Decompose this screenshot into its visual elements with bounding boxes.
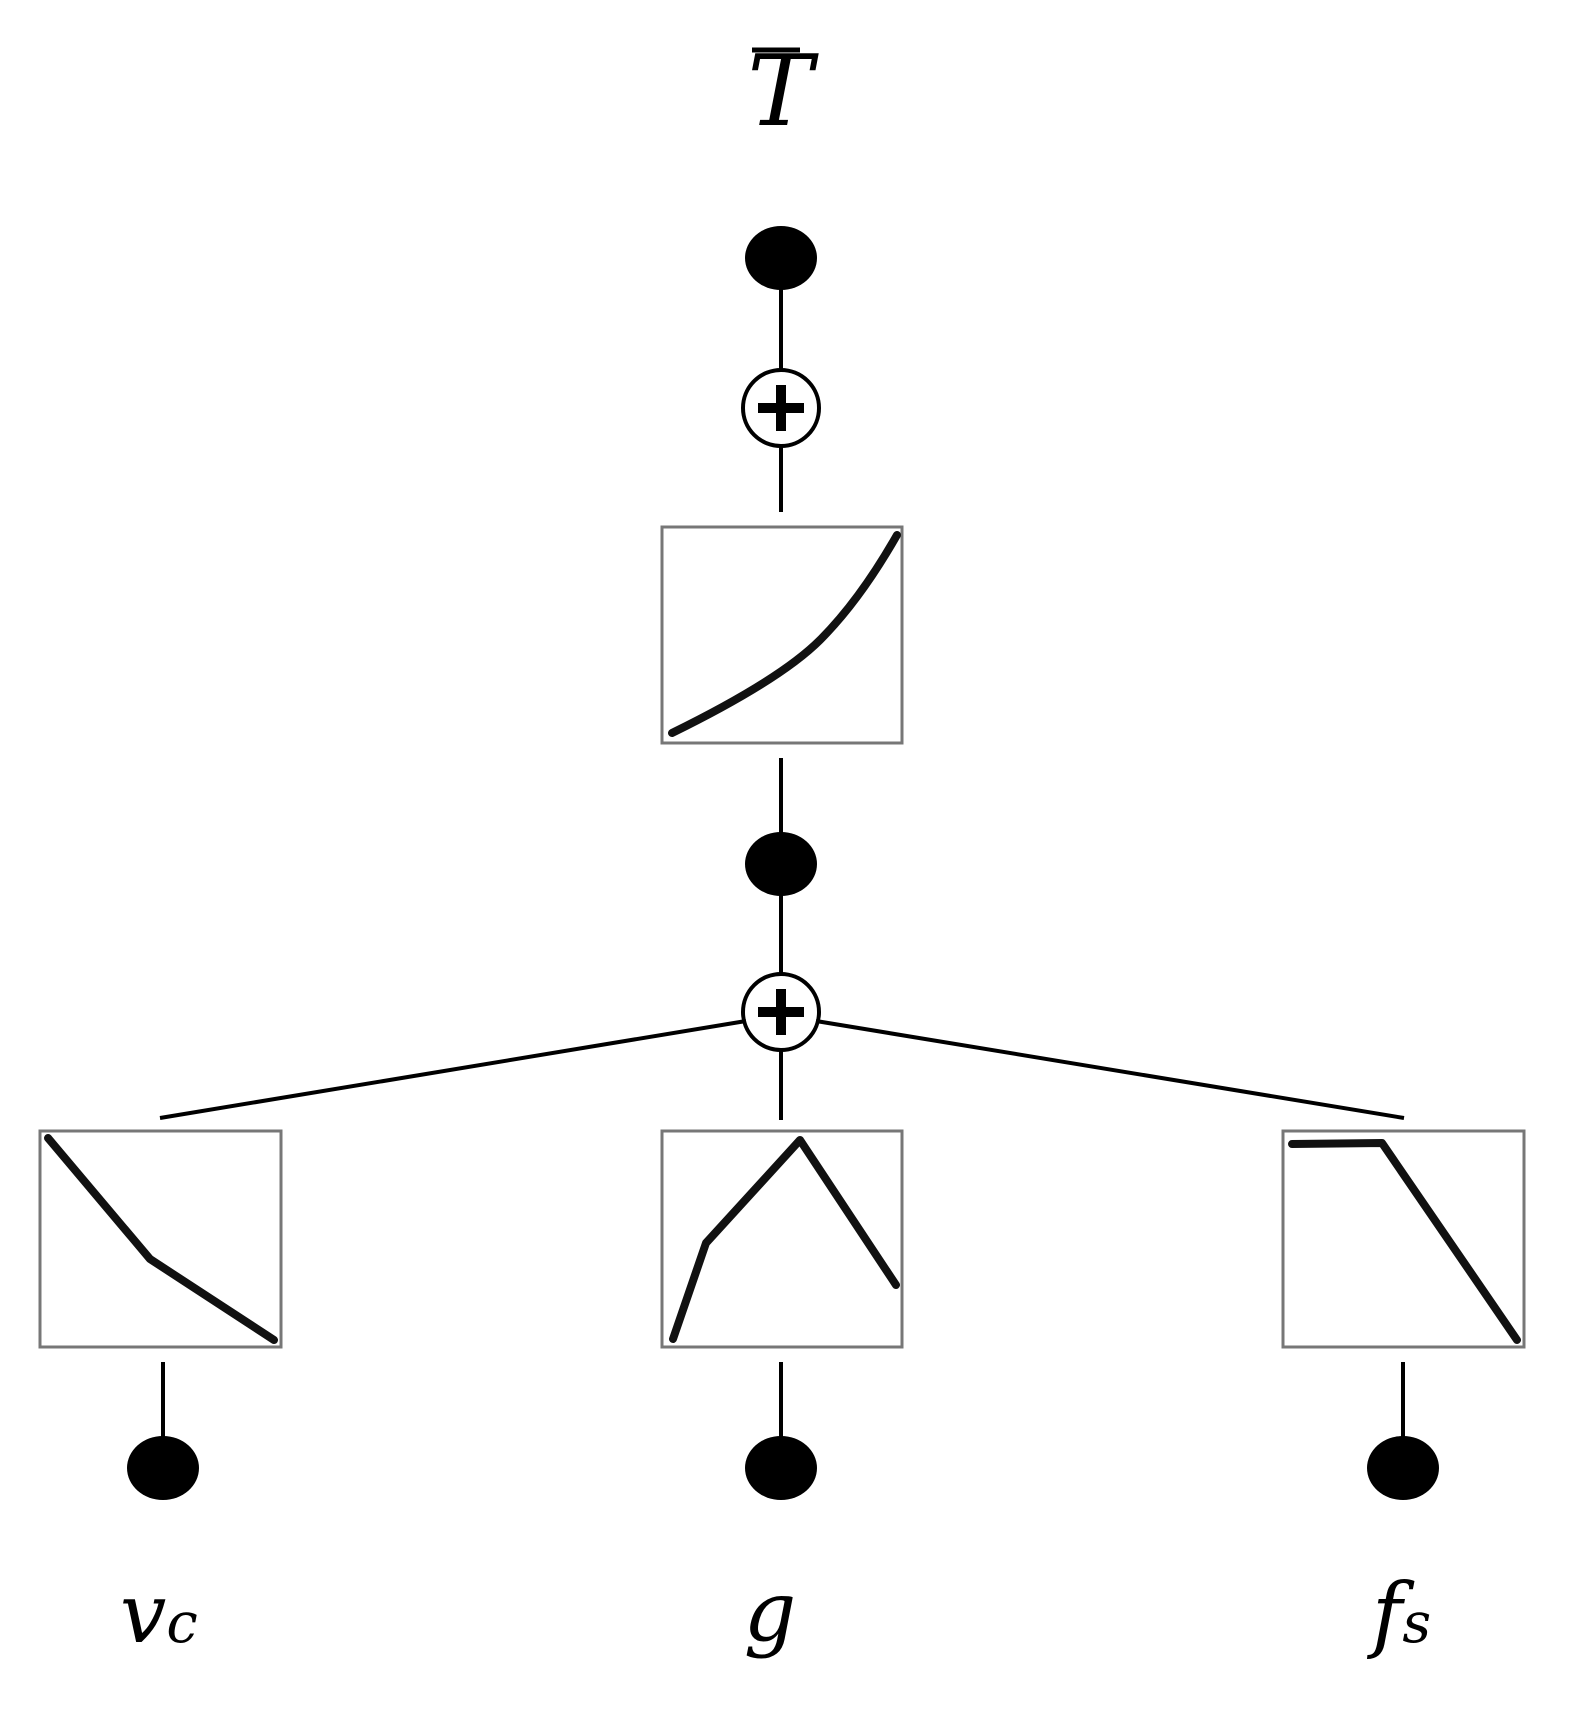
fs-input-node <box>1367 1436 1439 1500</box>
g-label-base: g <box>744 1565 797 1660</box>
g-input-label: g <box>744 1565 797 1660</box>
lower-sum-operator <box>741 972 821 1052</box>
output-transfer-box <box>660 525 904 745</box>
vc-transfer-box <box>38 1129 283 1349</box>
vc-label-base: v <box>120 1567 166 1662</box>
g-transfer-curve <box>669 1136 900 1343</box>
fs-label-subscript: s <box>1402 1591 1431 1656</box>
fs-transfer-box <box>1281 1129 1526 1349</box>
svg-text:fs: fs <box>1366 1567 1431 1662</box>
fs-transfer-curve <box>1288 1139 1521 1344</box>
output-label-text: T <box>747 35 819 149</box>
output-node <box>745 226 817 290</box>
vc-input-label: vc <box>120 1567 198 1662</box>
g-input-node <box>745 1436 817 1500</box>
vc-transfer-curve <box>44 1134 278 1344</box>
fs-input-label: fs <box>1366 1567 1431 1662</box>
edge-lower-sum-to-fs-box <box>815 1019 1405 1120</box>
output-label: T <box>747 35 819 149</box>
vc-label-subscript: c <box>166 1591 197 1656</box>
svg-text:vc: vc <box>120 1567 198 1662</box>
edge-lower-sum-to-vc-box <box>159 1019 747 1120</box>
g-transfer-box <box>660 1129 904 1349</box>
vc-input-node <box>127 1436 199 1500</box>
top-sum-operator <box>741 368 821 448</box>
middle-node <box>745 832 817 896</box>
output-transfer-curve <box>668 531 901 737</box>
